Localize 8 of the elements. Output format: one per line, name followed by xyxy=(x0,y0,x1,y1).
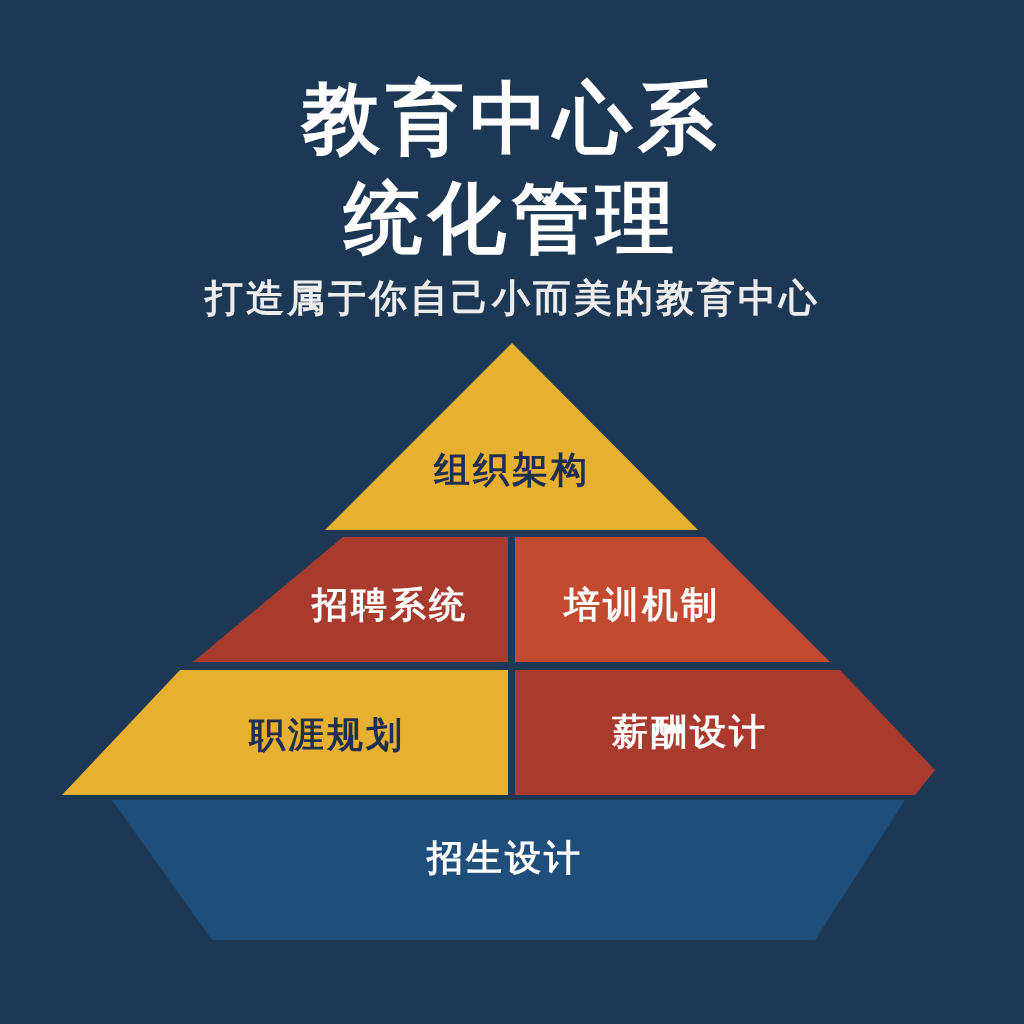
tier-label: 组织架构 xyxy=(434,448,590,492)
title: 教育中心系统化管理 xyxy=(302,72,722,265)
tier-label: 招生设计 xyxy=(427,836,583,880)
tier-label: 招聘系统 xyxy=(312,583,468,627)
tier-label: 职涯规划 xyxy=(249,713,405,757)
subtitle: 打造属于你自己小而美的教育中心 xyxy=(203,275,821,322)
tier-label: 培训机制 xyxy=(564,583,720,627)
tier-label: 薪酬设计 xyxy=(612,710,768,754)
